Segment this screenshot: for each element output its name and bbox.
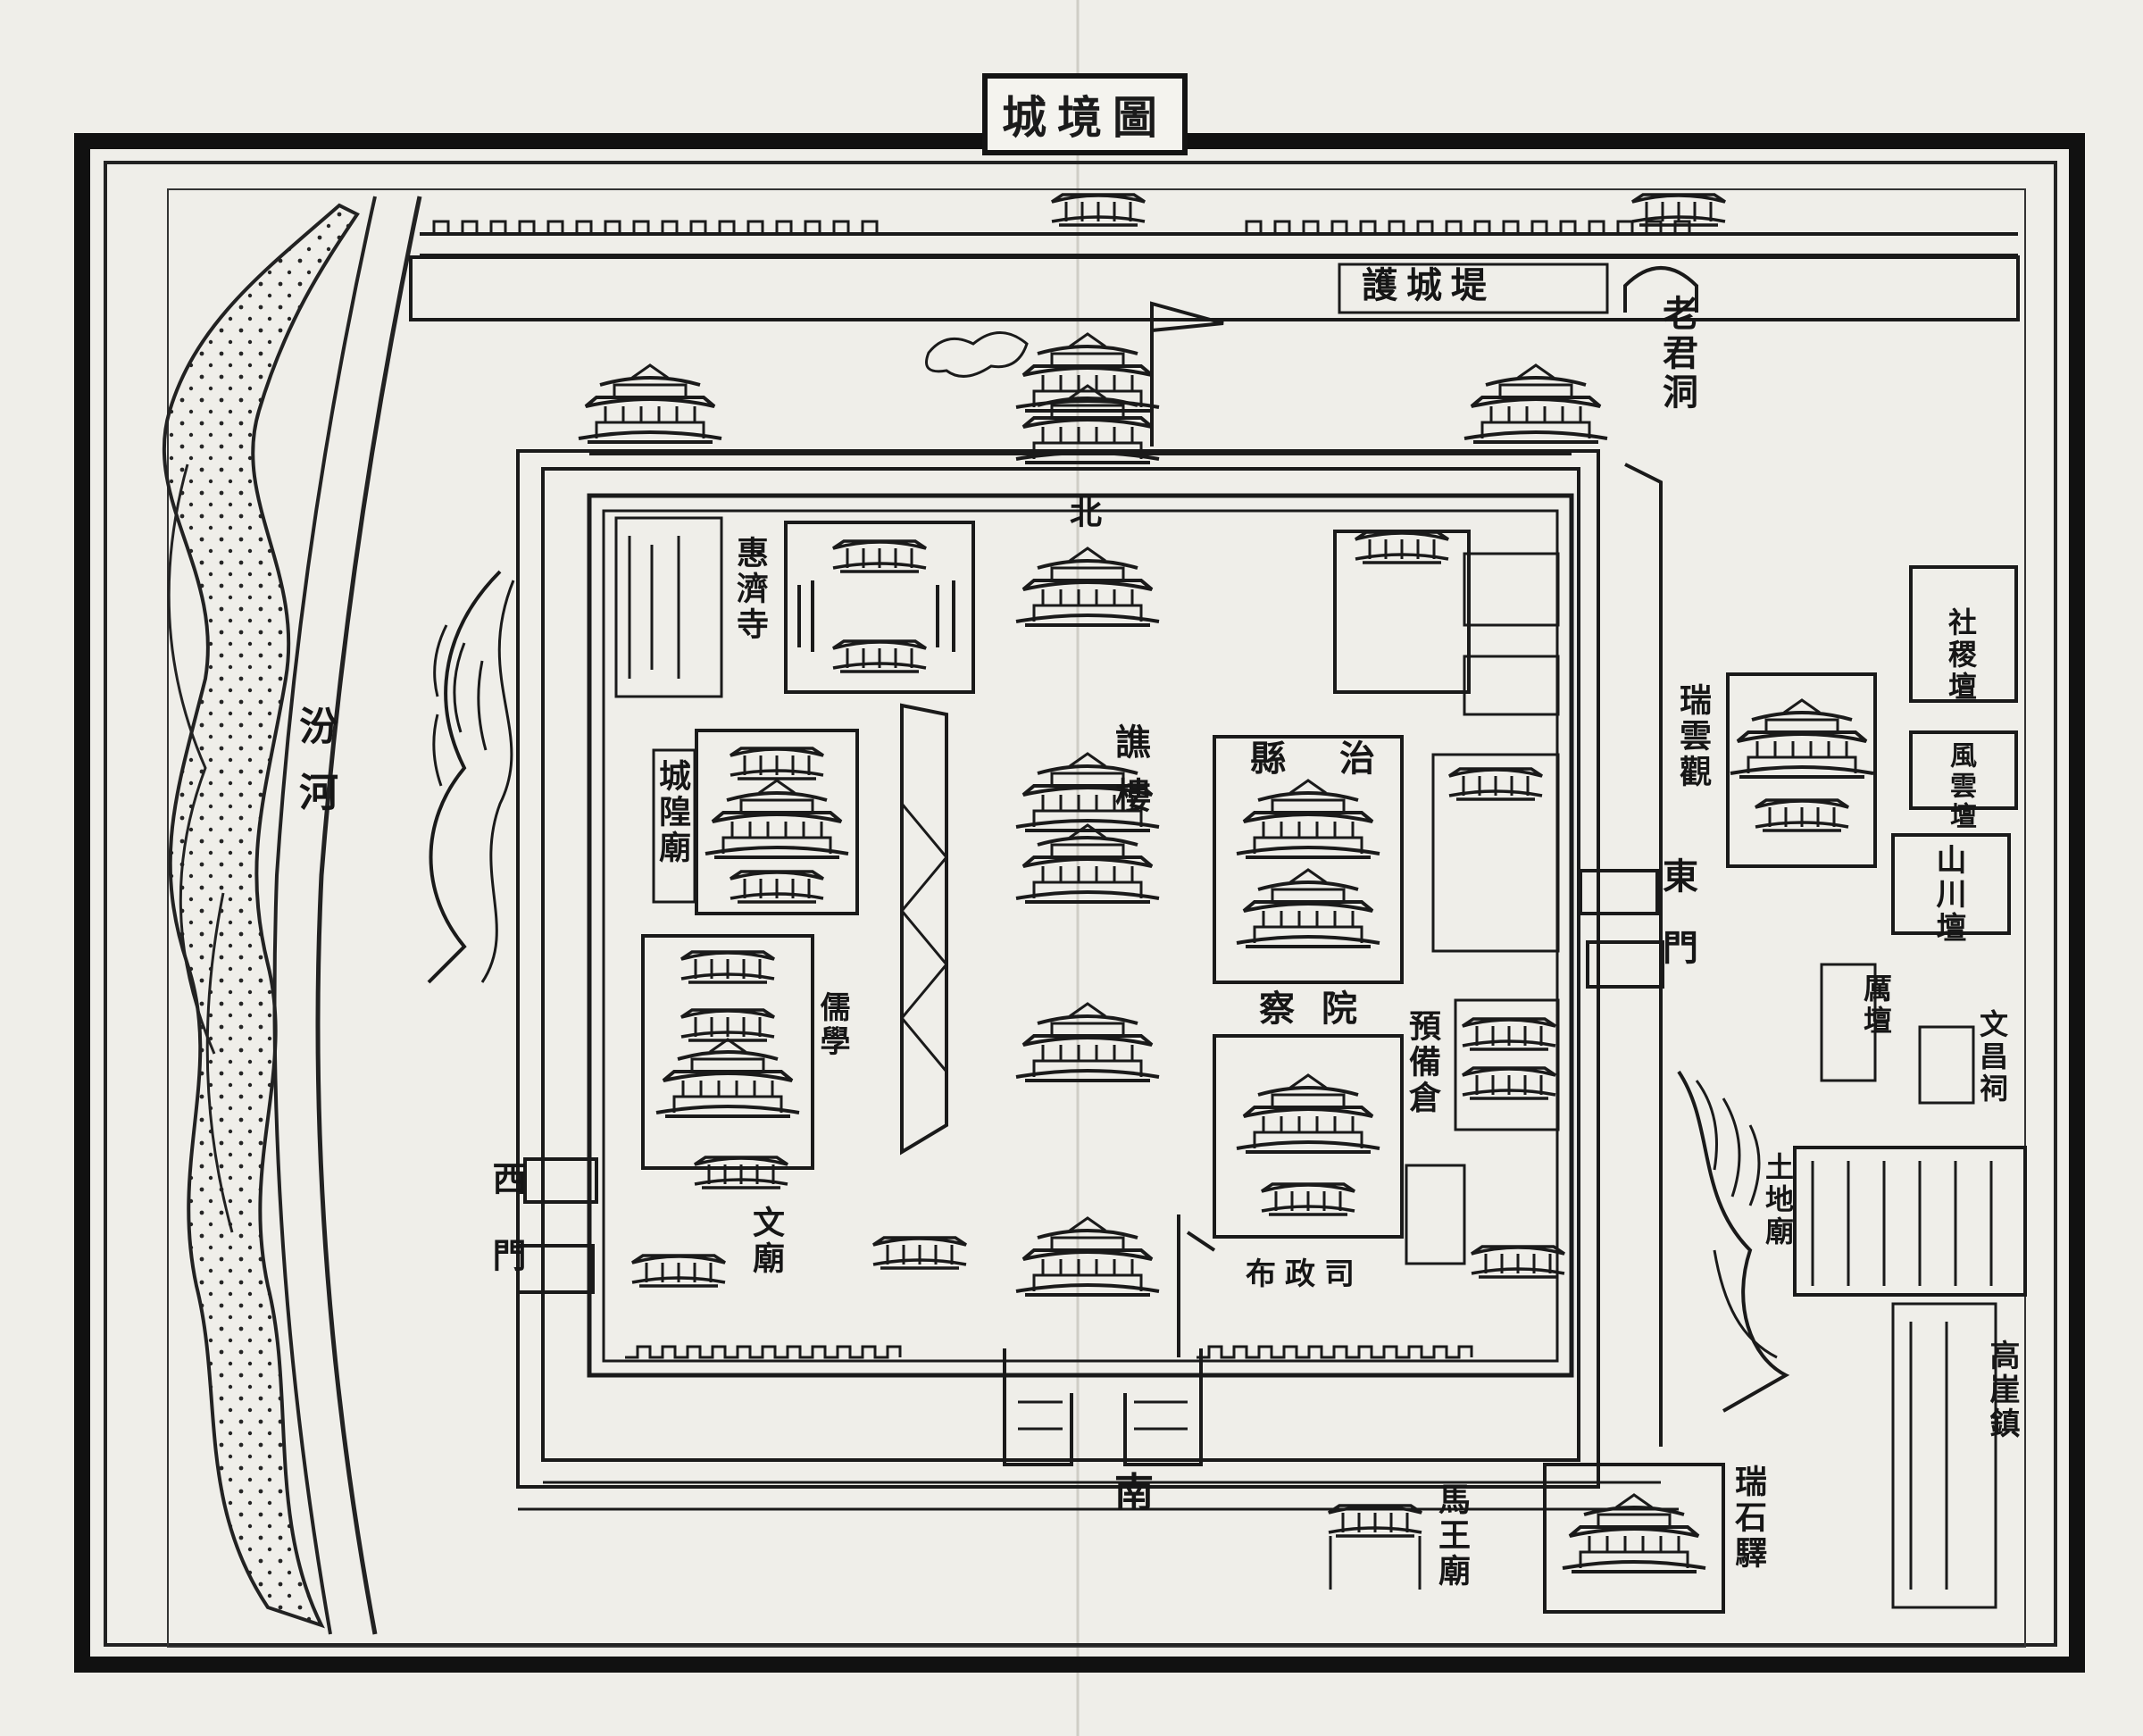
label-wen-temple: 文廟 <box>747 1206 785 1277</box>
gate-towers <box>577 301 1609 464</box>
label-west-gate: 西門 <box>487 1161 527 1315</box>
label-granary: 預備倉 <box>1404 1009 1441 1116</box>
label-wenchang-shrine: 文昌祠 <box>1975 1009 2009 1106</box>
label-old-tower: 老君洞 <box>1656 295 1698 413</box>
label-south-gate: 南 <box>1114 1470 1163 1515</box>
label-admin-office: 布政司 <box>1246 1256 1363 1292</box>
label-embankment: 護城堤 <box>1362 264 1496 306</box>
label-earth-temple: 土地廟 <box>1761 1152 1795 1248</box>
compound-county-office <box>1213 735 1404 1239</box>
label-huiji-temple: 惠濟寺 <box>731 536 769 643</box>
label-mountain-altar: 山川壇 <box>1930 844 1966 946</box>
label-gaoya-town: 高崖鎮 <box>1984 1340 2020 1441</box>
label-wind-altar: 風雲壇 <box>1945 741 1976 832</box>
label-censorate: 察院 <box>1259 988 1384 1030</box>
map-title-text: 城境圖 <box>1002 91 1168 144</box>
label-post-station: 瑞石驛 <box>1730 1465 1767 1572</box>
label-county-office: 縣治 <box>1250 738 1429 780</box>
city-wall <box>516 449 1679 1511</box>
central-axis-buildings <box>900 547 1216 1357</box>
label-mawang-temple: 馬王廟 <box>1433 1482 1471 1590</box>
south-suburb <box>1327 1463 1725 1614</box>
label-drum-tower: 譙樓 <box>1109 723 1151 830</box>
label-sheji-altar: 社稷壇 <box>1944 607 1978 704</box>
willow-trees <box>427 570 1790 1413</box>
label-east-gate: 東門 <box>1656 857 1698 1000</box>
compound-right-blocks <box>1333 530 1566 1279</box>
gate-structures <box>516 869 1664 1466</box>
label-north-gate: 北 <box>1064 496 1102 531</box>
label-fen-river: 汾河 <box>292 705 338 838</box>
compound-confucian-school <box>630 934 968 1288</box>
label-city-god-temple: 城隍廟 <box>654 759 691 866</box>
river-fen <box>162 196 422 1635</box>
compound-huiji-temple <box>614 516 975 698</box>
label-ruiyun-temple: 瑞雲觀 <box>1674 683 1712 790</box>
label-confucian-hall: 儒學 <box>814 991 850 1059</box>
compound-city-god-temple <box>652 729 859 915</box>
label-ancestor-shrine: 厲壇 <box>1859 973 1893 1038</box>
map-title: 城境圖 <box>982 73 1188 155</box>
east-suburb <box>1726 565 2027 1609</box>
